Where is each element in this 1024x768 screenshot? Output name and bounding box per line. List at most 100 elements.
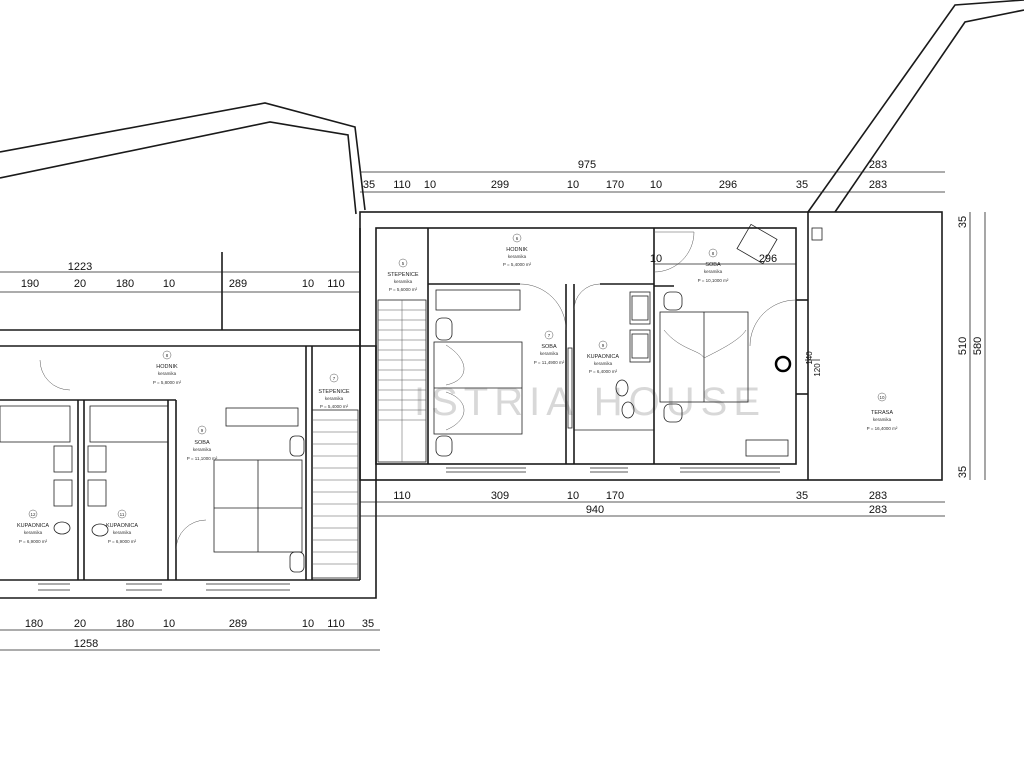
room-floor: keramika — [193, 447, 212, 452]
room-area: P = 6,4000 m² — [589, 369, 618, 374]
bed-room-8 — [659, 223, 792, 457]
right-building-windows — [446, 467, 780, 473]
dim-bottom-right-seg-5: 35 — [796, 490, 808, 502]
dim-left-bottom-seg-3: 180 — [116, 618, 134, 630]
room-name: SOBA — [194, 440, 210, 446]
dim-bottom-right-seg-6: 283 — [869, 490, 887, 502]
room-num: 10 — [879, 395, 885, 400]
room-num: 9 — [602, 343, 605, 348]
dimension-lines — [0, 171, 986, 651]
dim-top-seg-3: 10 — [424, 179, 436, 191]
dim-top-seg-4: 299 — [491, 179, 509, 191]
dim-bottom-right-lower: 283 — [869, 504, 887, 516]
door-swings-right — [519, 231, 797, 429]
bathroom-fixtures-left — [0, 405, 169, 537]
stairs-right — [377, 299, 427, 463]
room-name: STEPENICE — [318, 389, 350, 395]
room-num: 6 — [516, 236, 519, 241]
room-name: HODNIK — [156, 364, 178, 370]
bed-room-7 — [433, 289, 523, 457]
bathroom-fixtures-right — [574, 291, 654, 431]
room-num: 5 — [402, 261, 405, 266]
room-name: KUPAONICA — [17, 523, 49, 529]
room-label-kupaonica-left-12: 12 KUPAONICA keramika P = 6,9000 m² — [17, 509, 49, 544]
dim-right-vert-1: 35 — [957, 216, 969, 228]
dim-door-140: 140 — [805, 351, 814, 365]
dim-left-bottom-seg-8: 35 — [362, 618, 374, 630]
room-floor: keramika — [24, 530, 43, 535]
dim-top-seg-5: 10 — [567, 179, 579, 191]
room-num: 12 — [30, 512, 36, 517]
dim-left-top-seg-3: 180 — [116, 278, 134, 290]
room-name: SOBA — [705, 262, 721, 268]
dim-right-vert-total: 580 — [972, 337, 984, 355]
dim-left-bottom-seg-5: 289 — [229, 618, 247, 630]
dim-top-seg-9: 35 — [796, 179, 808, 191]
room-area: P = 5,4000 m² — [320, 404, 349, 409]
room-name: SOBA — [541, 344, 557, 350]
room-floor: keramika — [704, 269, 723, 274]
room-area: P = 6,9000 m² — [108, 539, 137, 544]
stairs-left — [311, 409, 359, 579]
dim-bottom-right-seg-3: 10 — [567, 490, 579, 502]
dim-top-seg-1: 35 — [363, 179, 375, 191]
dim-inner-296: 296 — [759, 253, 777, 265]
room-name: HODNIK — [506, 247, 528, 253]
room-num: 8 — [166, 353, 169, 358]
room-label-kupaonica-right: 9 KUPAONICA keramika P = 6,4000 m² — [587, 340, 619, 374]
room-floor: keramika — [540, 351, 559, 356]
dim-left-top-seg-1: 190 — [21, 278, 39, 290]
dim-left-bottom-seg-7: 110 — [327, 618, 345, 630]
dim-bottom-right-seg-1: 110 — [393, 490, 411, 502]
room-label-hodnik-left: 8 HODNIK keramika P = 5,8000 m² — [153, 350, 182, 385]
dim-left-bottom-total: 1258 — [74, 638, 98, 650]
dim-top-seg-7: 10 — [650, 179, 662, 191]
room-label-soba-7: 7 SOBA keramika P = 11,4900 m² — [534, 330, 565, 365]
dim-left-top-seg-6: 10 — [302, 278, 314, 290]
dim-top-seg-10: 283 — [869, 179, 887, 191]
dim-right-vert-3: 35 — [957, 466, 969, 478]
room-label-soba-8: 8 SOBA keramika P = 10,1000 m² — [698, 248, 729, 283]
room-name: TERASA — [871, 410, 893, 416]
room-num: 9 — [201, 428, 204, 433]
room-name: KUPAONICA — [587, 354, 619, 360]
dim-inner-10: 10 — [650, 253, 662, 265]
dim-top-seg-2: 110 — [393, 179, 411, 191]
left-building-walls — [0, 228, 377, 599]
room-floor: keramika — [394, 279, 413, 284]
dim-top-seg-8: 296 — [719, 179, 737, 191]
room-name: STEPENICE — [387, 272, 419, 278]
room-name: KUPAONICA — [106, 523, 138, 529]
left-building-windows — [38, 583, 290, 591]
room-area: P = 5,8000 m² — [153, 380, 182, 385]
room-label-soba-left: 9 SOBA keramika P = 11,1000 m² — [187, 425, 218, 461]
room-area: P = 5,4000 m² — [503, 262, 532, 267]
room-label-kupaonica-left-11: 11 KUPAONICA keramika P = 6,9000 m² — [106, 509, 138, 544]
dim-left-top-seg-4: 10 — [163, 278, 175, 290]
room-floor: keramika — [873, 417, 892, 422]
dim-left-bottom-seg-2: 20 — [74, 618, 86, 630]
room-label-hodnik-right: 6 HODNIK keramika P = 5,4000 m² — [503, 233, 532, 267]
dim-right-vert-2: 510 — [957, 337, 969, 355]
dim-bottom-right-seg-2: 309 — [491, 490, 509, 502]
room-num: 11 — [120, 512, 125, 517]
roof-outline-right — [807, 0, 1024, 213]
room-label-stepenice-right: 5 STEPENICE keramika P = 5,6000 m² — [387, 258, 419, 292]
room-floor: keramika — [325, 396, 344, 401]
dim-top-total: 975 — [578, 159, 596, 171]
room-num: 7 — [548, 333, 551, 338]
dim-bottom-right-total: 940 — [586, 504, 604, 516]
room-floor: keramika — [594, 361, 613, 366]
dim-door-120: 120 — [813, 363, 822, 377]
room-num: 7 — [333, 376, 336, 381]
dim-top-seg-6: 170 — [606, 179, 624, 191]
dim-left-top-seg-2: 20 — [74, 278, 86, 290]
dim-left-top-seg-7: 110 — [327, 278, 345, 290]
roof-outline-left — [0, 102, 366, 215]
room-label-terasa: 10 TERASA keramika P = 16,4000 m² — [867, 392, 898, 431]
room-floor: keramika — [158, 371, 177, 376]
room-floor: keramika — [508, 254, 527, 259]
dim-top-right-upper: 283 — [869, 159, 887, 171]
dim-left-bottom-seg-4: 10 — [163, 618, 175, 630]
